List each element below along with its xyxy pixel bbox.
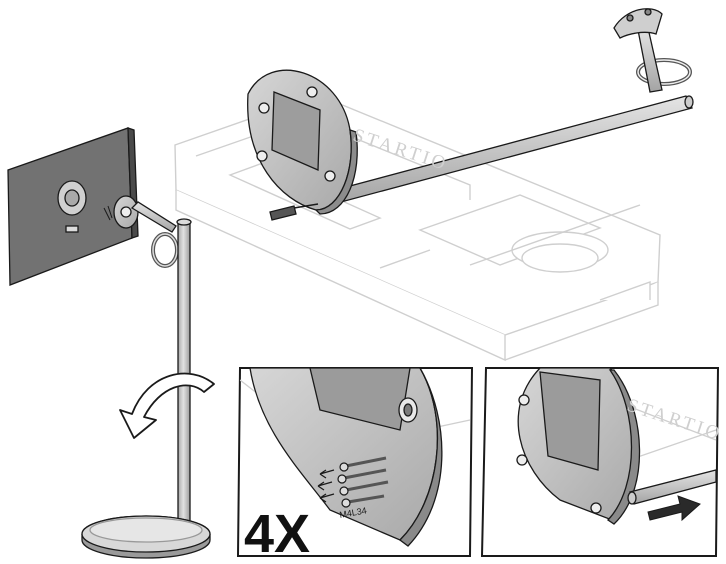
detail-panel-pull: STARTIO: [480, 367, 725, 557]
screw-icon: [317, 456, 389, 508]
stand-on-packaging: [247, 8, 694, 221]
rotate-arrow-icon: [119, 372, 215, 439]
screw-count-label: 4X: [244, 504, 310, 564]
pull-arrow-icon: [647, 495, 701, 522]
screw-size-label: M4L34: [339, 505, 368, 520]
base-disc: [247, 69, 358, 215]
screwdriver-icon: [269, 203, 319, 221]
detail-panel-screws: M4L34 4X: [236, 367, 474, 564]
standing-monitor: [7, 127, 211, 559]
